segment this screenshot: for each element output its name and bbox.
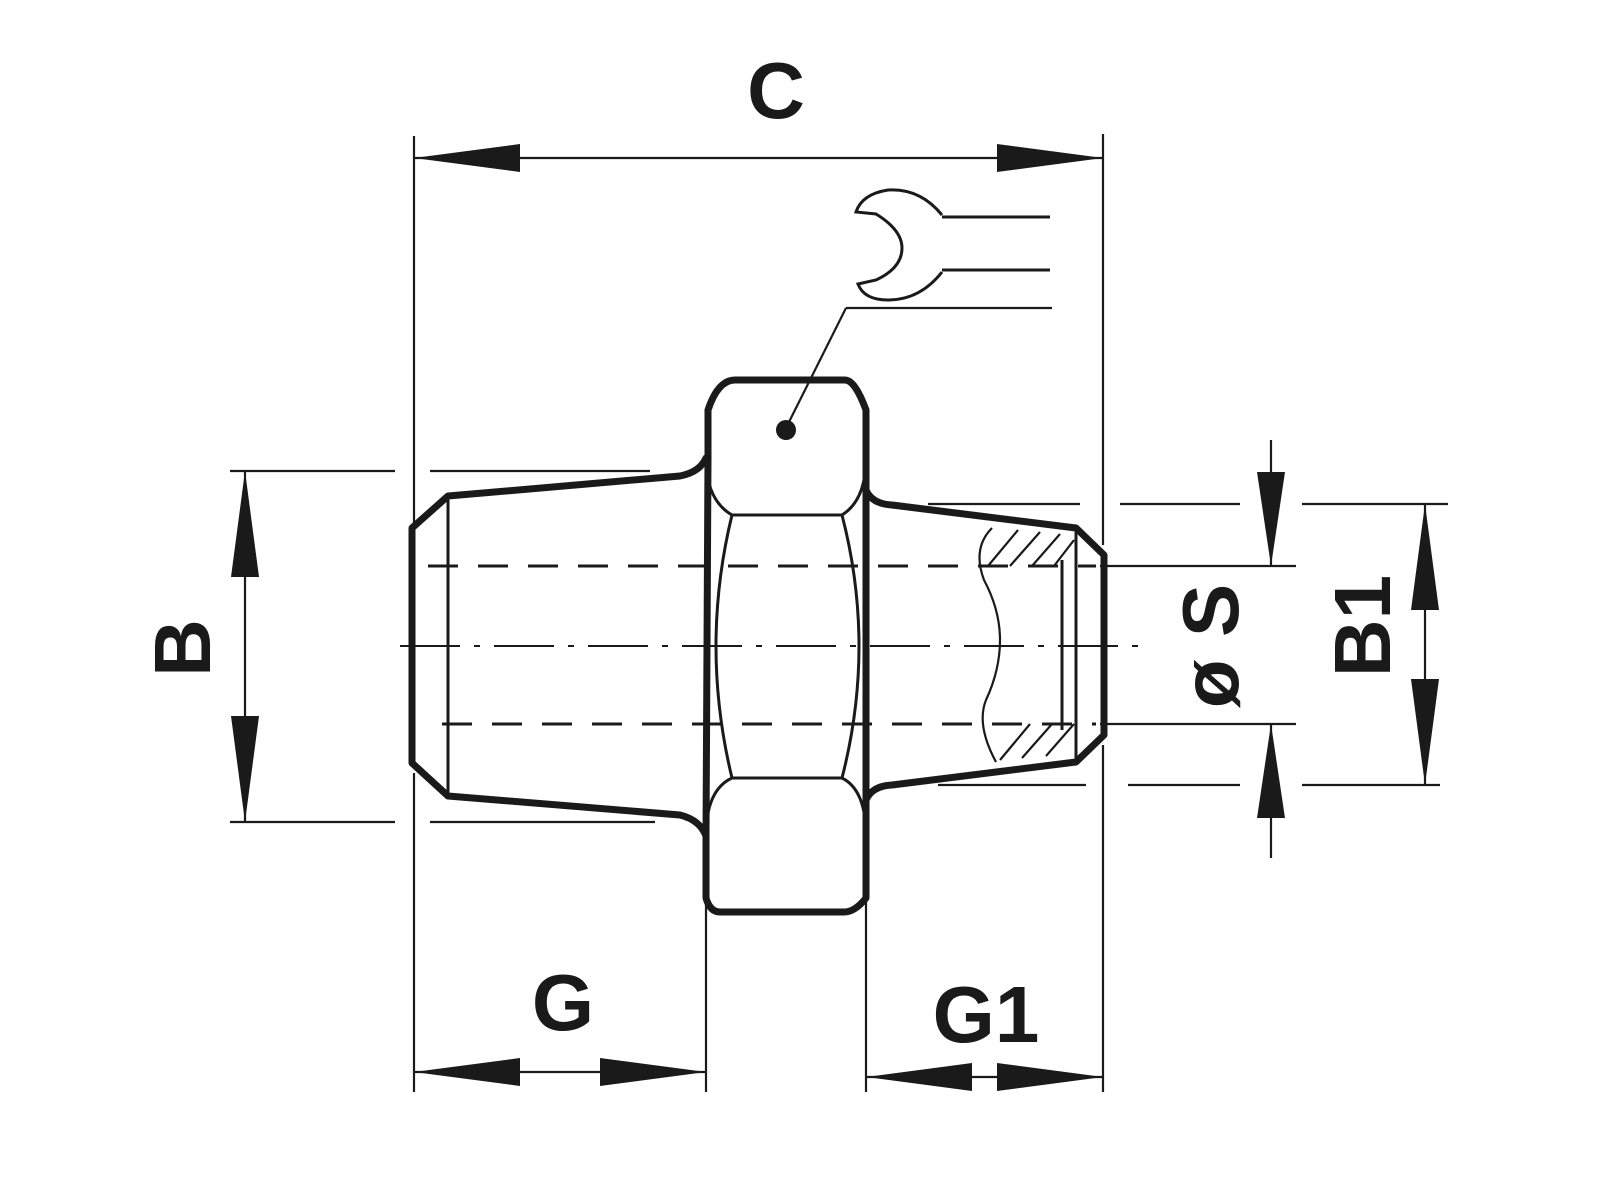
section-break-line — [978, 527, 1002, 763]
thread-hatching — [987, 529, 1075, 761]
dimension-g1: G1 — [866, 970, 1103, 1091]
hex-nut-outline — [702, 376, 870, 916]
fitting-body — [400, 376, 1142, 916]
label-s: ø S — [1166, 584, 1255, 708]
dimension-g: G — [414, 958, 706, 1086]
extension-lines — [230, 134, 1448, 1092]
dimension-b: B — [138, 471, 259, 822]
dimension-s: ø S — [1166, 440, 1285, 858]
hex-nut-faces — [704, 457, 868, 837]
dimension-b1: B1 — [1318, 504, 1439, 785]
dimension-c: C — [414, 46, 1103, 172]
label-g1: G1 — [933, 970, 1040, 1059]
label-b: B — [138, 619, 227, 677]
label-b1: B1 — [1318, 575, 1407, 677]
label-g: G — [532, 958, 594, 1047]
wrench-icon — [785, 188, 1052, 429]
label-c: C — [747, 46, 805, 135]
wrench-point — [776, 420, 796, 440]
